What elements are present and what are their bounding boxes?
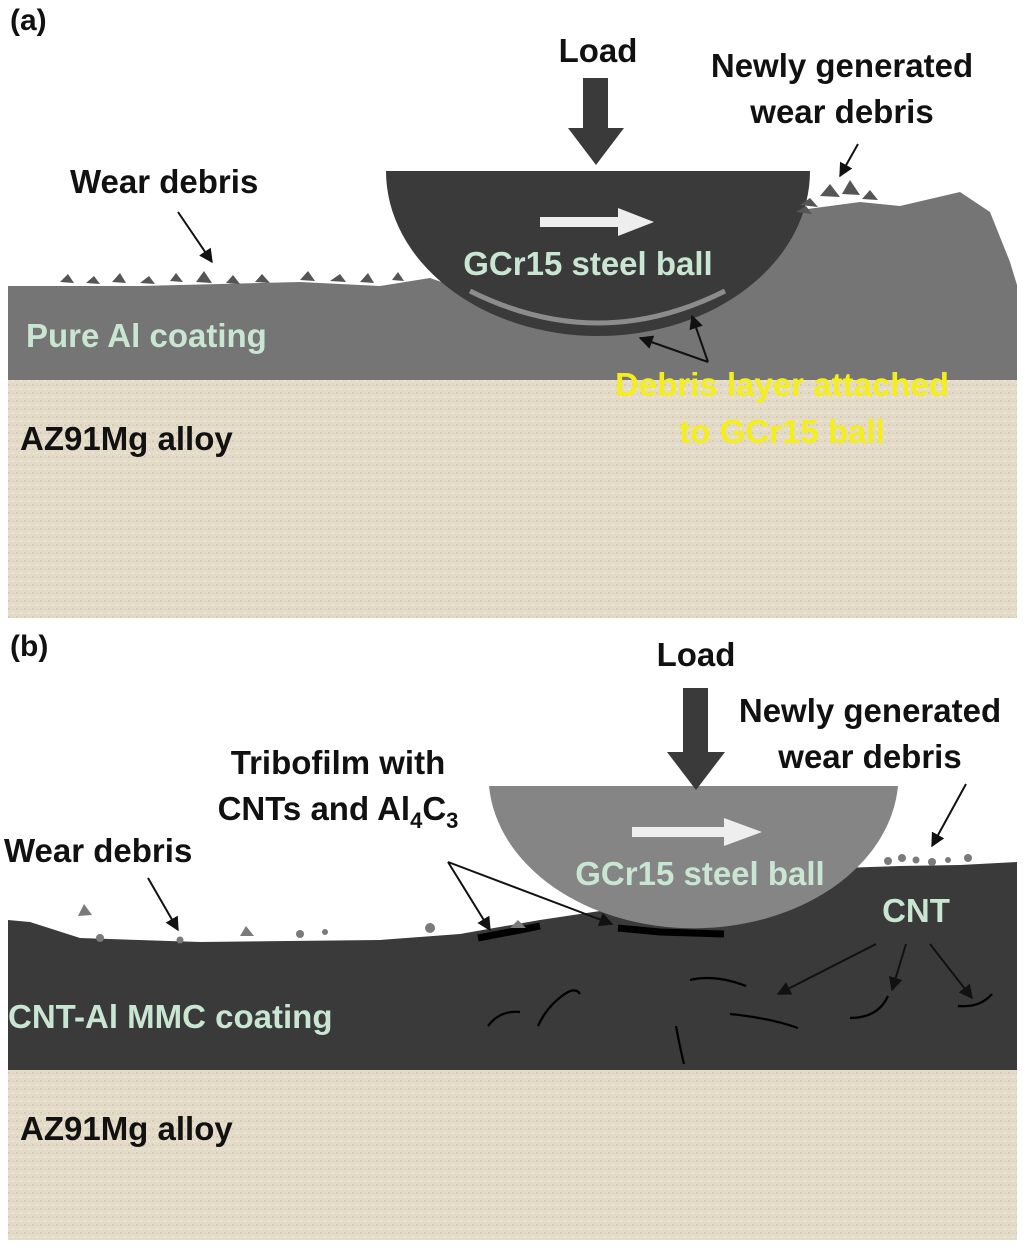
cnt-fibers (487, 976, 993, 1065)
new-debris-pointer-b (931, 783, 967, 848)
coating-label-a: Pure Al coating (26, 317, 267, 354)
motion-arrow-a (540, 208, 654, 236)
coating-label-b: CNT-Al MMC coating (8, 998, 332, 1035)
load-label-b: Load (657, 636, 736, 673)
attached-layer-label-line2: to GCr15 ball (679, 413, 884, 450)
wear-debris-particles-a (60, 180, 878, 284)
panel-b: (b) Load Newly generated wear debris Tri… (4, 630, 1017, 1240)
tribofilm-label-line2: CNTs and Al4C3 (218, 790, 459, 833)
substrate-label-a: AZ91Mg alloy (20, 420, 233, 457)
attached-layer-pointer-1 (638, 335, 709, 363)
panel-b-label: (b) (10, 630, 48, 663)
substrate-a (8, 378, 1017, 618)
wear-debris-label-b: Wear debris (4, 832, 192, 869)
ball-label-a: GCr15 steel ball (463, 245, 712, 282)
tribofilm-pointer-1 (447, 861, 491, 932)
attached-debris-layer (468, 288, 727, 326)
attached-layer-pointer-2 (689, 314, 709, 363)
panel-a: (a) Load Newly generated wear debris Wea… (8, 4, 1017, 618)
tribofilm-segment-2 (617, 924, 725, 938)
tribofilm-label-line1: Tribofilm with (231, 744, 445, 781)
tribofilm-segment-1 (477, 922, 541, 942)
substrate-label-b: AZ91Mg alloy (20, 1110, 233, 1147)
attached-layer-label-line1: Debris layer attached (615, 366, 949, 403)
new-debris-label-b-line2: wear debris (777, 738, 961, 775)
cnt-label: CNT (882, 892, 950, 929)
load-arrow-a (568, 78, 624, 165)
coating-b (8, 862, 1017, 1070)
new-debris-label-a-line1: Newly generated (711, 47, 973, 84)
wear-debris-pointer-b (147, 877, 179, 932)
substrate-b (8, 1068, 1017, 1240)
new-debris-label-a-line2: wear debris (749, 93, 933, 130)
new-debris-pointer-a (839, 143, 859, 178)
load-label-a: Load (559, 32, 638, 69)
wear-debris-pointer-a (177, 211, 213, 264)
tribofilm-pointer-2 (447, 861, 614, 927)
new-debris-label-b-line1: Newly generated (739, 692, 1001, 729)
cnt-pointer-3 (929, 943, 973, 1000)
panel-a-label: (a) (10, 4, 47, 37)
cnt-pointer-2 (888, 943, 907, 992)
motion-arrow-b (632, 818, 762, 846)
cnt-pointer-1 (776, 943, 877, 995)
steel-ball-a (386, 171, 810, 336)
wear-debris-particles-b (78, 854, 972, 944)
ball-label-b: GCr15 steel ball (575, 855, 824, 892)
load-arrow-b (667, 688, 725, 790)
steel-ball-b (489, 786, 898, 929)
wear-debris-label-a: Wear debris (70, 163, 258, 200)
